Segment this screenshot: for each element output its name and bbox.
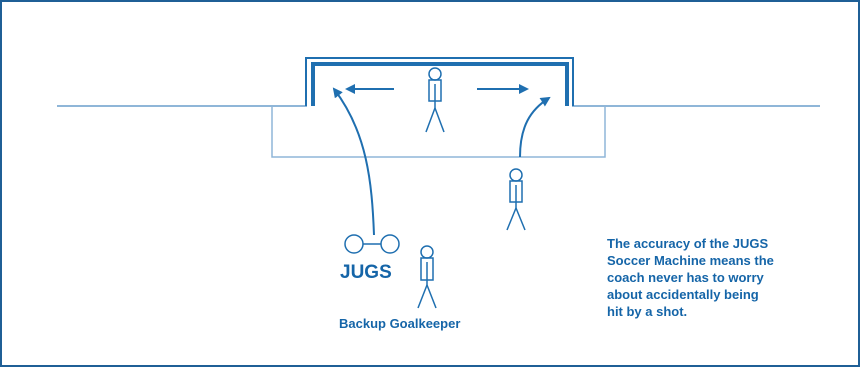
goal-frame — [305, 57, 574, 106]
shot-arrow-long — [332, 87, 375, 236]
jugs-label: JUGS — [340, 262, 392, 283]
caption-line: The accuracy of the JUGS — [607, 236, 769, 251]
caption-line: Soccer Machine means the — [607, 253, 774, 268]
jugs-machine-icon — [344, 234, 400, 254]
shot-arrow-short — [519, 96, 551, 158]
backup-goalkeeper-figure — [417, 245, 437, 309]
caption-line: coach never has to worry — [607, 270, 764, 285]
goal-area-box — [271, 106, 606, 158]
caption-line: hit by a shot. — [607, 304, 688, 319]
backup-goalkeeper-label: Backup Goalkeeper — [339, 316, 461, 331]
goalkeeper-figure — [425, 67, 445, 133]
caption-text: The accuracy of the JUGS Soccer Machine … — [607, 235, 812, 320]
field-player-figure — [506, 168, 526, 231]
caption-line: about accidentally being — [607, 287, 759, 302]
